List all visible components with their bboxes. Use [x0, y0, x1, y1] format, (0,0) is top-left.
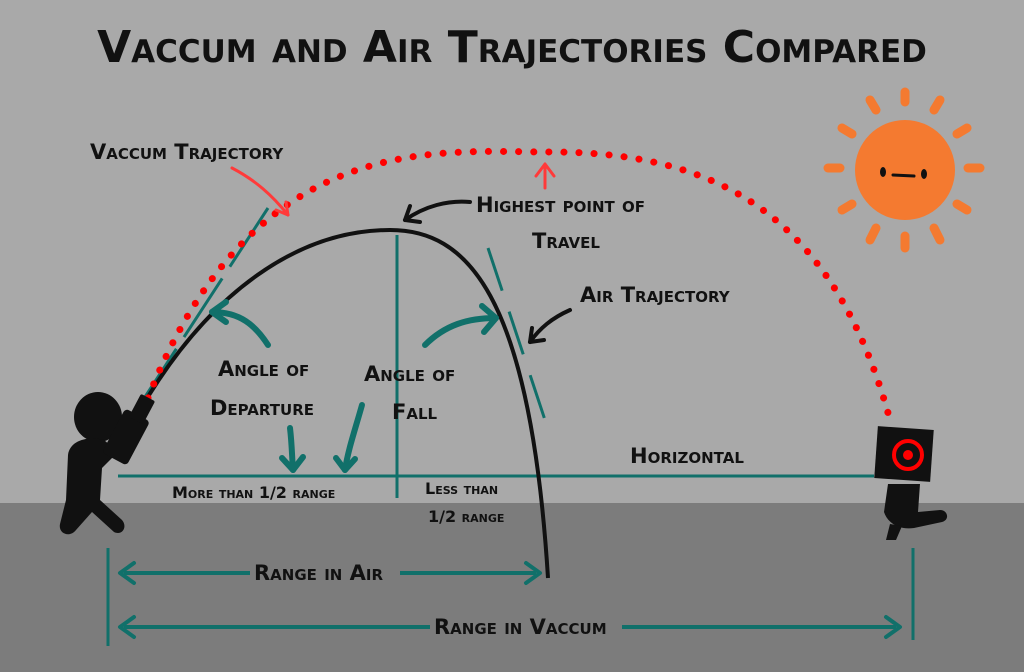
label-more-than-half: More than 1/2 range: [172, 483, 335, 502]
target-robot-icon: [874, 426, 948, 540]
sky-background: [0, 0, 1024, 505]
label-horizontal: Horizontal: [630, 444, 744, 468]
label-angle-fall-line2: Fall: [392, 400, 438, 424]
fall-angle-arc: [422, 315, 499, 348]
apex-pointer-arrow: [534, 162, 556, 190]
label-less-than-half-line1: Less than: [425, 479, 498, 498]
shooter-icon: [59, 392, 155, 535]
air-trajectory-arrow: [528, 308, 572, 344]
label-vaccum-trajectory: Vaccum Trajectory: [90, 140, 284, 164]
label-highest-point-line1: Highest point of: [476, 193, 645, 217]
sun-icon: [823, 87, 985, 253]
fall-down-arrow: [333, 402, 365, 473]
label-range-in-vaccum: Range in Vaccum: [434, 615, 607, 639]
label-range-in-air: Range in Air: [254, 561, 383, 585]
departure-angle-arc: [209, 309, 271, 348]
label-highest-point-line2: Travel: [532, 229, 600, 253]
page-title: Vaccum and Air Trajectories Compared: [97, 22, 927, 73]
range-in-vaccum-arrow: [118, 615, 902, 639]
departure-down-arrow: [279, 425, 306, 473]
label-less-than-half-line2: 1/2 range: [428, 507, 504, 526]
label-angle-departure-line2: Departure: [210, 396, 314, 420]
vaccum-pointer-arrow: [230, 166, 290, 217]
label-angle-fall-line1: Angle of: [364, 362, 455, 386]
ground: [0, 503, 1024, 672]
highest-point-arrow: [403, 199, 472, 224]
label-air-trajectory: Air Trajectory: [580, 283, 731, 307]
range-in-air-arrow: [118, 561, 542, 585]
fall-tangent-line: [486, 247, 547, 421]
label-angle-departure-line1: Angle of: [218, 357, 309, 381]
